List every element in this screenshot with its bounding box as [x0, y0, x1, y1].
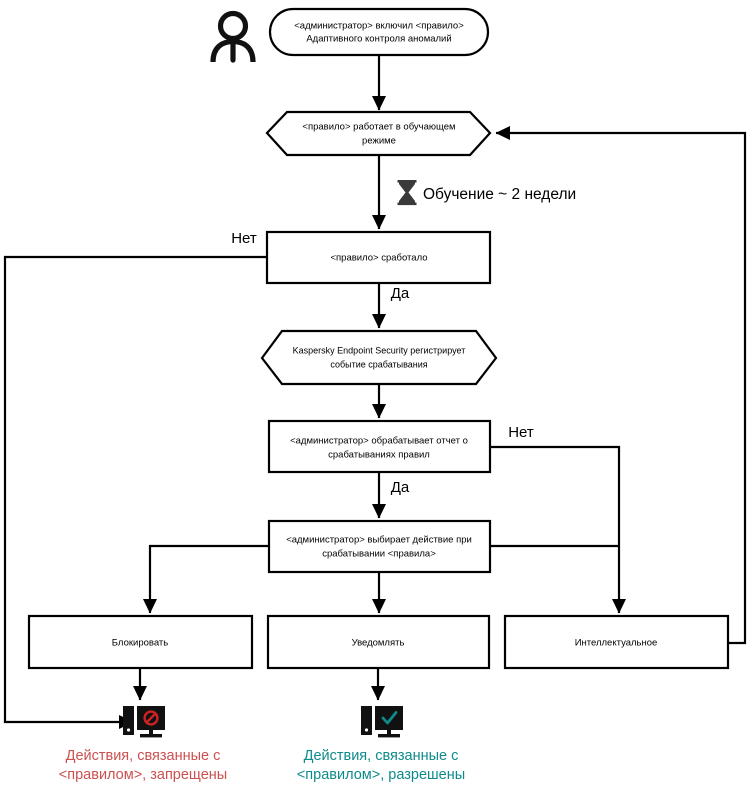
note-learning-duration: Обучение ~ 2 недели: [423, 186, 576, 203]
outcome-denied-line2: <правилом>, запрещены: [59, 767, 227, 783]
edge-select-to-block: [142, 544, 269, 614]
node-notify[interactable]: Уведомлять: [266, 614, 491, 670]
monitor-allowed-icon: [361, 706, 403, 738]
node-select-line2: срабатывании <правила>: [322, 549, 436, 560]
edge-label-yes-report: Да: [391, 479, 410, 496]
node-kes-registers[interactable]: Kaspersky Endpoint Security регистрирует…: [260, 329, 498, 386]
monitor-blocked-icon: [123, 706, 165, 738]
outcome-denied-line1: Действия, связанные с: [66, 748, 221, 764]
edge-label-no-report: Нет: [508, 424, 534, 441]
node-learning-mode[interactable]: <правило> работает в обучающем режиме: [265, 110, 492, 157]
node-learning-mode-line2: режиме: [362, 136, 396, 147]
hourglass-icon: [397, 180, 417, 206]
node-start[interactable]: <администратор> включил <правило> Адапти…: [268, 7, 490, 57]
edge-label-no-triggered: Нет: [231, 230, 257, 247]
node-report-line2: срабатываниях правил: [328, 450, 430, 461]
edge-no-triggered-to-denied: [3, 255, 267, 730]
edge-no-report-to-smart: [490, 445, 627, 614]
node-rule-triggered[interactable]: <правило> сработало: [265, 230, 492, 285]
outcome-allowed-line1: Действия, связанные с: [304, 748, 459, 764]
person-icon: [210, 10, 256, 63]
node-smart-label: Интеллектуальное: [575, 638, 658, 649]
node-block[interactable]: Блокировать: [27, 614, 254, 670]
node-smart[interactable]: Интеллектуальное: [503, 614, 730, 670]
edge-smart-to-learning-loop: [495, 125, 747, 645]
node-block-label: Блокировать: [112, 638, 168, 649]
node-start-line2: Адаптивного контроля аномалий: [306, 34, 451, 45]
node-learning-mode-line1: <правило> работает в обучающем: [302, 122, 455, 133]
node-start-line1: <администратор> включил <правило>: [294, 21, 464, 32]
node-report-line1: <администратор> обрабатывает отчет о: [290, 436, 468, 447]
node-rule-triggered-line1: <правило> сработало: [330, 253, 427, 264]
node-notify-label: Уведомлять: [352, 638, 405, 649]
node-select-line1: <администратор> выбирает действие при: [286, 535, 472, 546]
node-kes-registers-line1: Kaspersky Endpoint Security регистрирует: [293, 345, 466, 355]
node-admin-processes-report[interactable]: <администратор> обрабатывает отчет о сра…: [267, 419, 492, 474]
outcome-allowed-line2: <правилом>, разрешены: [297, 767, 465, 783]
edge-label-yes-triggered: Да: [391, 285, 410, 302]
node-admin-selects-action[interactable]: <администратор> выбирает действие при ср…: [267, 519, 492, 574]
node-kes-registers-line2: событие срабатывания: [330, 359, 427, 369]
